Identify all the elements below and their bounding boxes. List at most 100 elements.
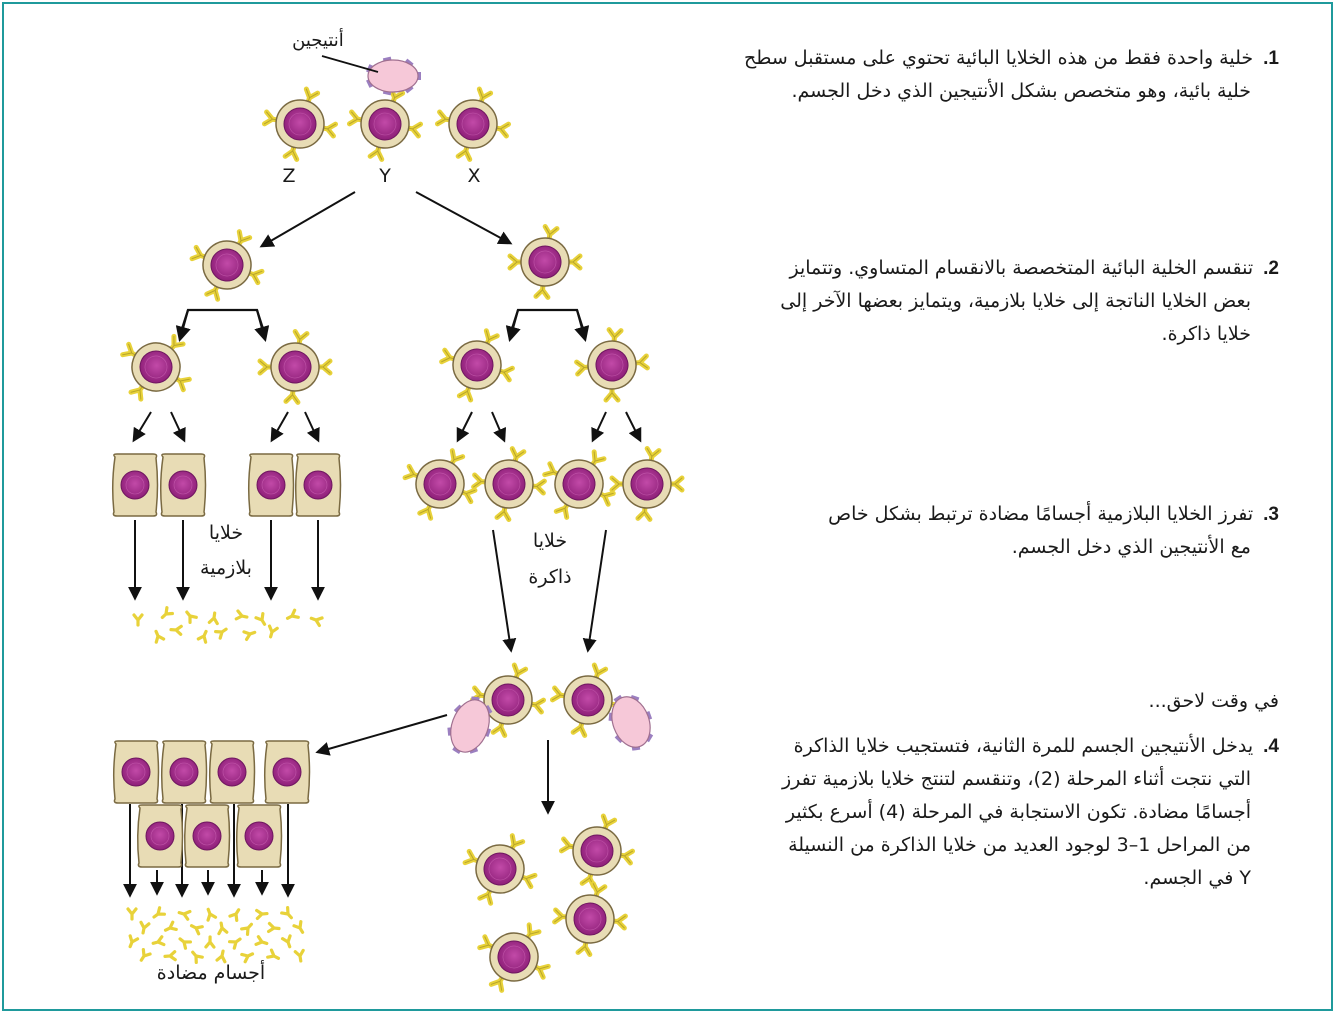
memory-cell — [477, 922, 551, 993]
step-2-line-3: خلايا ذاكرة. — [1161, 323, 1251, 345]
memory-cells-label-line1: خلايا — [533, 530, 567, 552]
nucleus — [120, 470, 150, 500]
antibody-icon — [285, 608, 300, 620]
antibody-icon — [280, 934, 292, 949]
step-1-line-1: خلية واحدة فقط من هذه الخلايا البائية تح… — [744, 47, 1254, 69]
step-2-number: 2. — [1263, 258, 1279, 279]
antibody-icon — [309, 616, 324, 628]
nucleus — [244, 821, 274, 851]
division-brackets — [178, 308, 587, 336]
cell-label-y: Y — [378, 165, 391, 187]
antibody-icon — [152, 906, 167, 919]
antibody-icon — [280, 906, 293, 920]
arrow — [591, 411, 607, 443]
antibody-icon — [242, 630, 257, 642]
b-cell — [574, 327, 650, 403]
step-2-line-2: بعض الخلايا الناتجة إلى خلايا بلازمية، و… — [780, 290, 1251, 312]
antibody-icon — [139, 948, 152, 962]
arrow — [492, 529, 517, 653]
antibody-icon — [163, 920, 178, 932]
b-cell-z — [261, 86, 339, 162]
nucleus — [497, 940, 531, 974]
plasma-cell — [183, 804, 231, 868]
arrow — [582, 529, 607, 653]
nucleus — [423, 467, 457, 501]
arrow — [132, 411, 152, 443]
antibodies — [126, 606, 324, 964]
step-4-line-3: أجسامًا مضادة. تكون الاستجابة في المرحلة… — [785, 801, 1251, 823]
antibody-icon — [206, 907, 218, 922]
arrow — [456, 411, 473, 443]
step-1-number: 1. — [1263, 48, 1279, 69]
antibody-icon — [267, 921, 281, 934]
nucleus — [169, 757, 199, 787]
nucleus — [210, 248, 244, 282]
arrow — [304, 411, 320, 443]
arrow — [625, 411, 642, 443]
arrow — [415, 191, 513, 245]
b-cell — [120, 333, 192, 402]
antigen-second-exposure — [447, 696, 493, 755]
step-4-line-1: يدخل الأنتيجين الجسم للمرة الثانية، فتست… — [793, 735, 1254, 757]
antibody-icon — [204, 935, 216, 949]
antibody-icon — [132, 613, 144, 627]
memory-cell — [609, 445, 685, 522]
plasma-cell — [136, 804, 184, 868]
antibody-icon — [163, 950, 177, 962]
arrow — [259, 191, 356, 248]
arrow — [491, 411, 507, 443]
nucleus — [168, 470, 198, 500]
antibody-icon — [254, 612, 267, 626]
nucleus — [580, 834, 614, 868]
b-cell — [257, 328, 333, 405]
plasma-cell — [208, 740, 256, 804]
plasma-cell — [235, 804, 283, 868]
step-3-line-1: تفرز الخلايا البلازمية أجسامًا مضادة ترت… — [828, 503, 1254, 525]
antigen-pointer-line — [321, 55, 379, 73]
plasma-cell — [111, 453, 159, 517]
b-cell-x — [434, 86, 512, 162]
nucleus — [145, 821, 175, 851]
nucleus — [278, 350, 312, 384]
nucleus — [460, 348, 494, 382]
plasma-cell — [294, 453, 342, 517]
antibody-icon — [191, 950, 204, 964]
antibodies-label: أجسام مضادة — [157, 960, 265, 984]
step-4: 4. يدخل الأنتيجين الجسم للمرة الثانية، فت… — [639, 730, 1279, 895]
nucleus — [483, 852, 517, 886]
plasma-cells-label-line1: خلايا — [209, 522, 243, 544]
step-4-number: 4. — [1263, 736, 1279, 757]
memory-cell — [471, 446, 547, 523]
antibody-icon — [185, 610, 198, 625]
plasma-cell — [247, 453, 295, 517]
antibody-icon — [196, 629, 208, 644]
nucleus — [283, 107, 317, 141]
cell-label-x: X — [467, 165, 480, 187]
antibody-icon — [228, 908, 241, 922]
antibody-icon — [126, 907, 138, 921]
plasma-cell — [112, 740, 160, 804]
arrow — [170, 411, 186, 443]
antibody-icon — [228, 937, 242, 950]
nucleus — [571, 683, 605, 717]
nucleus — [491, 683, 525, 717]
division-bracket — [178, 308, 267, 336]
memory-cell — [402, 448, 478, 521]
b-cell-y — [346, 86, 424, 162]
antibody-icon — [266, 948, 281, 960]
cell-label-z: Z — [282, 165, 295, 187]
nucleus — [456, 107, 490, 141]
nucleus — [492, 467, 526, 501]
step-1: 1. خلية واحدة فقط من هذه الخلايا البائية … — [639, 42, 1279, 108]
later-text: في وقت لاحق... — [1148, 690, 1279, 712]
antibody-icon — [177, 909, 192, 921]
step-3-line-2: مع الأنتيجين الذي دخل الجسم. — [1011, 536, 1251, 558]
nucleus — [630, 467, 664, 501]
antigen-second-exposure — [608, 694, 654, 751]
memory-cell — [542, 449, 616, 520]
memory-cell-second-exposure — [469, 662, 547, 738]
plasma-cell — [263, 740, 311, 804]
step-3: 3.تفرز الخلايا البلازمية أجسامًا مضادة ت… — [639, 498, 1279, 564]
nucleus — [595, 348, 629, 382]
